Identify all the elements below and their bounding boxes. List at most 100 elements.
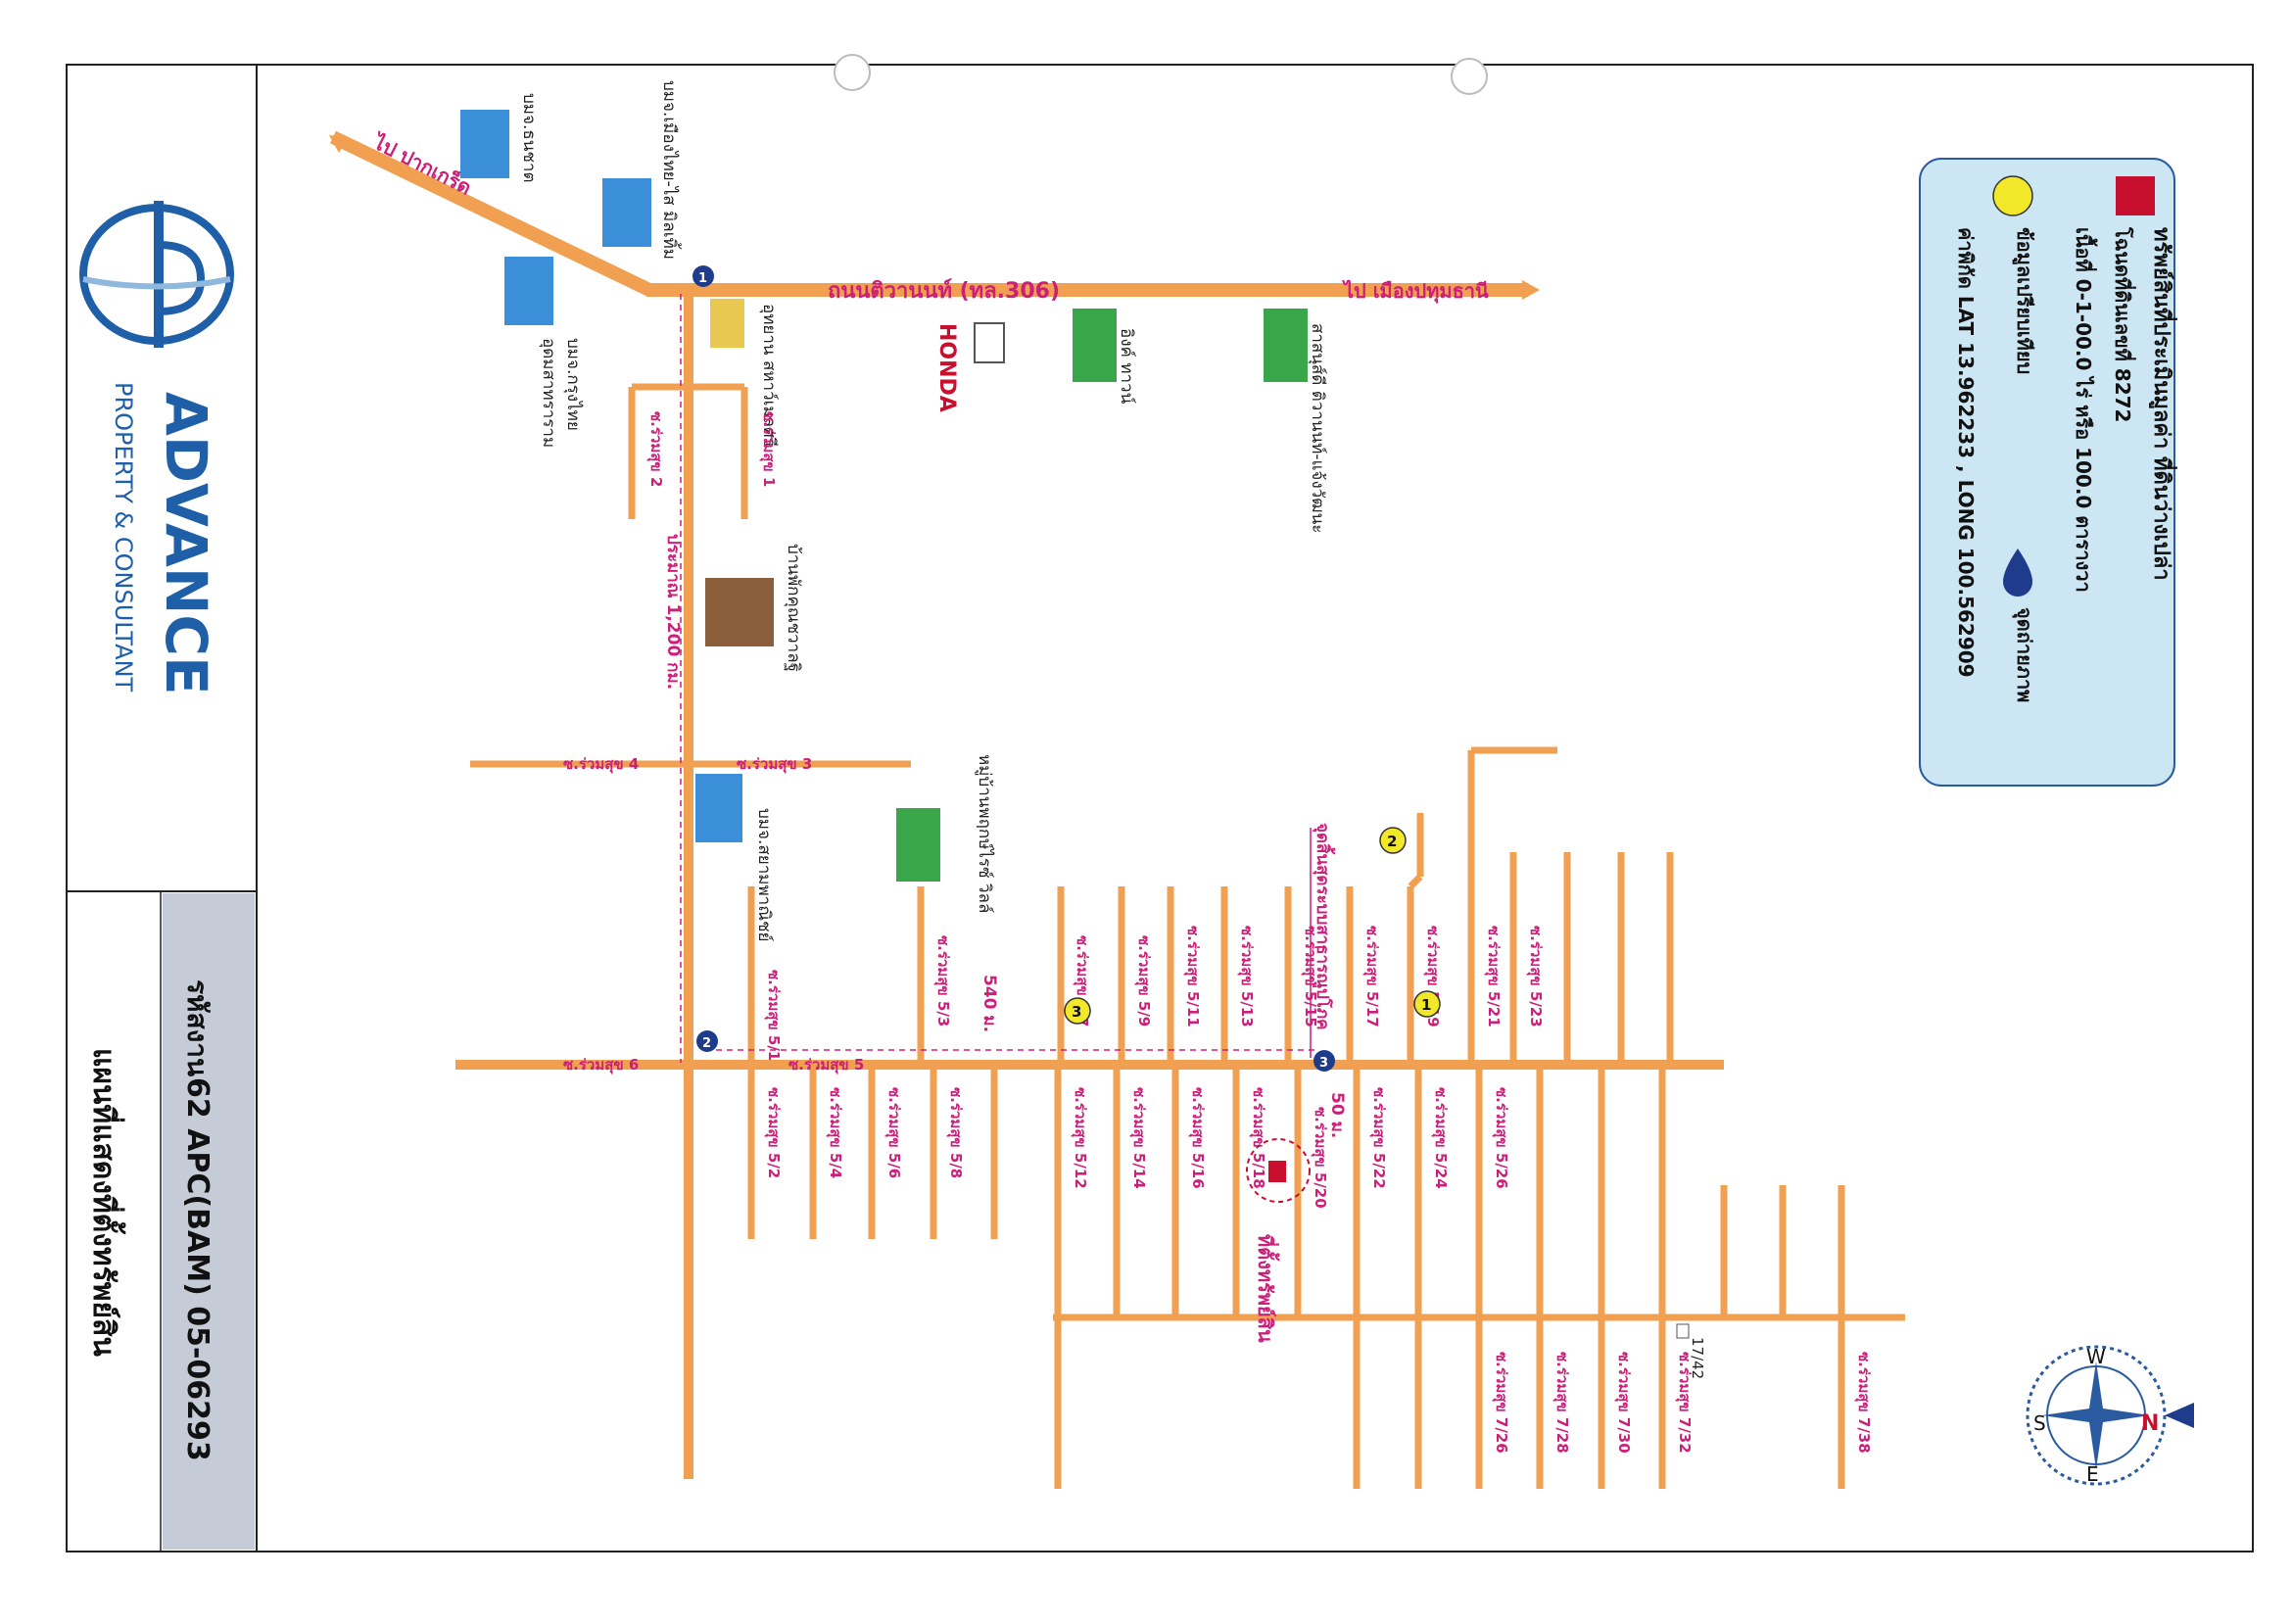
comparable-label-1: 1 [1421, 996, 1431, 1014]
bank-building-icon [460, 110, 509, 178]
comparable-marker-3 [1064, 997, 1091, 1025]
landmark-krungthai: บมจ.กรุงไทย [563, 338, 584, 431]
compass-e: E [2086, 1462, 2099, 1486]
road-network [329, 130, 1905, 1489]
main-road-label: ถนนติวานนท์ (ทล.306) [828, 278, 1060, 304]
road-label: ซ.ร่วมสุข 5/2 [764, 1087, 783, 1178]
road-label: ซ.ร่วมสุข 5/11 [1183, 926, 1202, 1027]
building-icons [460, 110, 1308, 882]
legend-deed: โฉนดที่ดินเลขที่ 8272 [2111, 226, 2137, 422]
legend-box [1919, 158, 2175, 787]
road-label: ซ.ร่วมสุข 5/18 [1249, 1087, 1267, 1189]
compass-rose [2026, 1345, 2194, 1486]
road-label: ซ.ร่วมสุข 3 [737, 755, 812, 774]
company-name: ADVANCE [153, 392, 219, 695]
company-logo [79, 201, 234, 348]
road-label: ซ.ร่วมสุข 5/13 [1237, 926, 1256, 1027]
honda-logo: HONDA [934, 323, 959, 412]
road-label: ซ.ร่วมสุข 5/8 [946, 1087, 965, 1178]
road-label: ซ.ร่วมสุข 5/9 [1134, 935, 1153, 1027]
road-label: ซ.ร่วมสุข 5/12 [1071, 1087, 1089, 1189]
legend-area: เนื้อที่ 0-1-00.0 ไร่ หรือ 100.0 ตารางวา [2072, 227, 2098, 593]
landmark-ink-town: อิงค์ ทาวน์ [1117, 328, 1136, 405]
compass-s: S [2033, 1411, 2046, 1435]
map-title: แผนที่แสดงที่ตั้งทรัพย์สิน [86, 1048, 126, 1357]
road-label: ซ.ร่วมสุข 5/24 [1431, 1087, 1450, 1189]
comparable-markers [1064, 827, 1441, 1025]
property-site-label: ที่ตั้งทรัพย์สิน [1254, 1234, 1280, 1343]
photo-pin-label-1: 1 [698, 271, 707, 286]
comparable-label-2: 2 [1387, 833, 1397, 850]
road-label: ซ.ร่วมสุข 6 [563, 1056, 639, 1075]
road-label: ซ.ร่วมสุข 1 [759, 411, 778, 487]
comparable-label-3: 3 [1072, 1003, 1081, 1021]
landmark-krungthai-sub: อุดมสาทราราม [539, 338, 558, 448]
photo-pin-icon [696, 1030, 718, 1052]
compass-w: W [2086, 1345, 2106, 1368]
road-label: ซ.ร่วมสุข 5/1 [764, 970, 783, 1061]
legend-photo-pin-icon [2003, 549, 2032, 597]
condo-icon [1264, 309, 1308, 382]
arrow-left-icon [329, 135, 349, 153]
comparable-marker-2 [1379, 827, 1407, 854]
market-icon [710, 299, 744, 348]
bank-building-icon [504, 257, 553, 325]
arrow-right-icon [1522, 280, 1540, 300]
distance-540-label: 540 ม. [979, 975, 999, 1032]
landmark-siam-commercial: บมจ.สยามพาณิชย์ [754, 808, 774, 941]
condo-icon [1073, 309, 1117, 382]
legend-comparable-swatch [1992, 175, 2033, 216]
distance-50-label: 50 ม. [1327, 1092, 1347, 1138]
binder-hole-left [834, 54, 871, 91]
binder-hole-right [1451, 58, 1488, 95]
distance-1200-label: ประมาณ 1,200 กม. [663, 534, 683, 690]
road-label: ซ.ร่วมสุข 5/26 [1492, 1087, 1510, 1189]
landmark-muangthai: บมจ.เมืองไทย-ไส มิลเทิ้ม [659, 80, 682, 260]
road-label: ซ.ร่วมสุข 4 [563, 755, 639, 774]
road-label: ซ.ร่วมสุข 7/32 [1675, 1352, 1694, 1454]
village-icon [896, 808, 940, 882]
legend-coordinates: ค่าพิกัด LAT 13.962233 , LONG 100.562909 [1954, 227, 1978, 678]
compass-n: N [2141, 1411, 2159, 1436]
property-radius [1246, 1138, 1311, 1203]
company-subtitle: PROPERTY & CONSULTANT [110, 382, 137, 693]
legend-property-title: ทรัพย์สินที่ประเมินมูลค่า ที่ดินว่างเปล่… [2148, 227, 2178, 581]
landmark-sasakki: สาสนุส์ดี ติวานนท์-แจ้งวัฒนะ [1308, 323, 1327, 533]
landmark-village: บ้านพักคุณชวาลฐิ [784, 544, 803, 672]
road-label: ซ.ร่วมสุข 7/28 [1552, 1352, 1571, 1454]
road-label: ซ.ร่วมสุข 5/4 [826, 1087, 844, 1178]
road-label: ซ.ร่วมสุข 7/30 [1614, 1352, 1633, 1454]
landmark-thanachart: บมจ.ธนชาต [519, 93, 539, 182]
legend-photo-point: จุดถ่ายภาพ [2012, 607, 2036, 702]
legend-property-swatch [2116, 176, 2155, 215]
photo-pin-label-3: 3 [1319, 1056, 1328, 1071]
honda-emblem-icon [974, 322, 1005, 363]
bank-building-icon [695, 774, 742, 842]
road-label: ซ.ร่วมสุข 7/38 [1854, 1352, 1873, 1454]
road-label: ซ.ร่วมสุข 5/16 [1188, 1087, 1207, 1189]
comparable-marker-1 [1413, 990, 1441, 1018]
photo-pin-icon [1313, 1050, 1335, 1072]
road-label: ซ.ร่วมสุข 5/17 [1362, 926, 1381, 1027]
road-label: ซ.ร่วมสุข 5/23 [1526, 926, 1545, 1027]
road-label: ซ.ร่วมสุข 5/21 [1484, 926, 1503, 1027]
road-label: ซ.ร่วมสุข 5/22 [1369, 1087, 1388, 1189]
legend-comparable: ข้อมูลเปรียบเทียบ [2011, 227, 2036, 374]
house-icon [705, 578, 774, 646]
road-label: ซ.ร่วมสุข 5/20 [1311, 1107, 1329, 1209]
photo-pins [692, 265, 1335, 1072]
title-bg [163, 893, 255, 1550]
road-label: ซ.ร่วมสุข 5/3 [933, 935, 952, 1027]
property-marker-icon [1268, 1161, 1286, 1182]
north-arrow-icon [2165, 1403, 2194, 1428]
utility-end-label: จุดสิ้นสุดระบบสาธารณูปโภค [1312, 823, 1336, 1030]
landmark-market: อุทยาน สหาว์เมลศรี [759, 304, 779, 447]
landmark-village2: หมู่บ้านพฤกษ์ไรซ์ วิลล์ [975, 754, 995, 913]
road-to-pakkret [329, 130, 655, 298]
house-number-marker [1676, 1323, 1690, 1339]
road-label: ซ.ร่วมสุข 2 [646, 411, 665, 487]
road-label: ซ.ร่วมสุข 5 [788, 1056, 864, 1075]
road-label: ซ.ร่วมสุข 7/26 [1492, 1352, 1510, 1454]
road-label: ซ.ร่วมสุข 5/6 [884, 1087, 903, 1178]
